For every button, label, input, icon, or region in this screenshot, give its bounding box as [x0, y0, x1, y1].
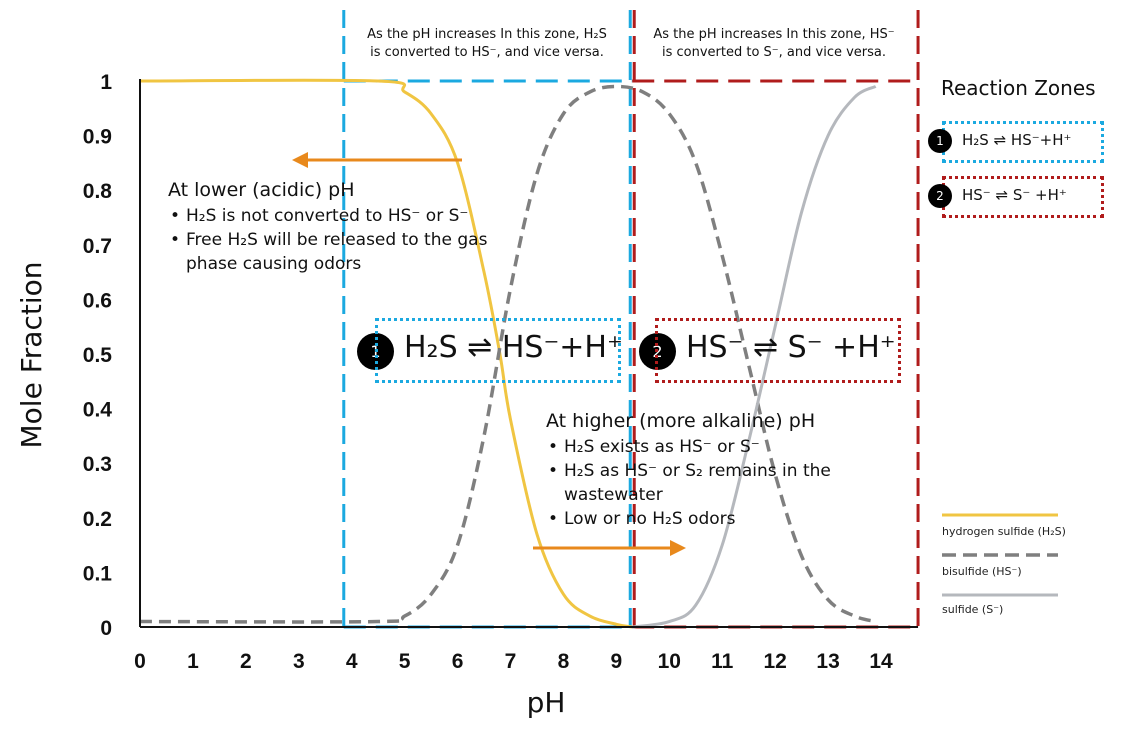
zone1-header-line1: As the pH increases In this zone, H₂S — [367, 27, 607, 42]
y-tick-label: 0.9 — [83, 126, 112, 149]
reaction-zone-1-text: H₂S ⇌ HS⁻+H⁺ — [962, 131, 1072, 149]
x-tick-label: 6 — [452, 650, 464, 673]
x-tick-label: 1 — [187, 650, 199, 673]
acidic-arrow-head — [292, 152, 308, 168]
legend-label-s: sulfide (S⁻) — [942, 603, 1004, 616]
reaction-zone-2-text: HS⁻ ⇌ S⁻ +H⁺ — [962, 186, 1067, 204]
y-tick-label: 0.2 — [83, 508, 112, 531]
y-tick-label: 0.5 — [83, 344, 113, 367]
y-tick-label: 0.3 — [83, 453, 112, 476]
alkaline-bullet-3: Low or no H₂S odors — [546, 507, 866, 531]
x-tick-label: 11 — [711, 650, 734, 673]
zone1-header: As the pH increases In this zone, H₂S is… — [346, 26, 628, 62]
alkaline-arrow-head — [670, 540, 686, 556]
zone2-header-line2: is converted to S⁻, and vice versa. — [661, 45, 886, 60]
y-tick-label: 0.6 — [83, 289, 112, 312]
acidic-bullet-1: H₂S is not converted to HS⁻ or S⁻ — [168, 204, 498, 228]
legend-label-hs: bisulfide (HS⁻) — [942, 565, 1022, 578]
eq1-text: H₂S ⇌ HS⁻+H⁺ — [404, 330, 623, 365]
eq2-text: HS⁻ ⇌ S⁻ +H⁺ — [686, 330, 896, 365]
zone1-header-line2: is converted to HS⁻, and vice versa. — [370, 45, 604, 60]
x-tick-label: 4 — [346, 650, 358, 673]
zone2-header-line1: As the pH increases In this zone, HS⁻ — [653, 27, 895, 42]
eq2-box — [655, 318, 901, 383]
y-tick-label: 0.8 — [83, 180, 113, 203]
y-tick-label: 1 — [100, 71, 112, 94]
series-h2s-line — [139, 78, 633, 629]
acidic-bullet-2: Free H₂S will be released to the gas pha… — [168, 228, 498, 276]
x-tick-label: 13 — [816, 650, 839, 673]
x-tick-label: 8 — [558, 650, 570, 673]
acidic-note: At lower (acidic) pH H₂S is not converte… — [168, 178, 498, 276]
zone2-header: As the pH increases In this zone, HS⁻ is… — [633, 26, 915, 62]
alkaline-note-title: At higher (more alkaline) pH — [546, 410, 816, 432]
reaction-zone-2-badge: 2 — [928, 184, 952, 208]
x-axis-title: pH — [527, 686, 566, 719]
alkaline-bullet-2: H₂S as HS⁻ or S₂ remains in the wastewat… — [546, 459, 866, 507]
acidic-note-list: H₂S is not converted to HS⁻ or S⁻ Free H… — [168, 204, 498, 276]
alkaline-note: At higher (more alkaline) pH H₂S exists … — [546, 409, 866, 531]
alkaline-bullet-1: H₂S exists as HS⁻ or S⁻ — [546, 435, 866, 459]
y-tick-label: 0.4 — [83, 399, 113, 422]
legend-label-h2s: hydrogen sulfide (H₂S) — [942, 525, 1066, 538]
x-tick-label: 14 — [869, 650, 893, 673]
y-axis-title: Mole Fraction — [15, 262, 48, 449]
x-tick-label: 3 — [293, 650, 305, 673]
y-tick-label: 0.1 — [83, 562, 113, 585]
acidic-note-title: At lower (acidic) pH — [168, 179, 355, 201]
y-tick-label: 0.7 — [83, 235, 112, 258]
x-tick-label: 10 — [658, 650, 681, 673]
arrows — [292, 152, 686, 556]
reaction-zone-1-badge: 1 — [928, 129, 952, 153]
x-tick-label: 7 — [505, 650, 517, 673]
alkaline-note-list: H₂S exists as HS⁻ or S⁻ H₂S as HS⁻ or S₂… — [546, 435, 866, 531]
x-tick-label: 2 — [240, 650, 252, 673]
x-tick-label: 9 — [611, 650, 623, 673]
y-tick-label: 0 — [100, 617, 112, 640]
x-tick-label: 12 — [763, 650, 786, 673]
x-tick-label: 0 — [134, 650, 146, 673]
series-s-line — [632, 85, 877, 629]
eq1-box — [375, 318, 621, 383]
reaction-zones-title: Reaction Zones — [941, 76, 1096, 100]
x-tick-label: 5 — [399, 650, 411, 673]
